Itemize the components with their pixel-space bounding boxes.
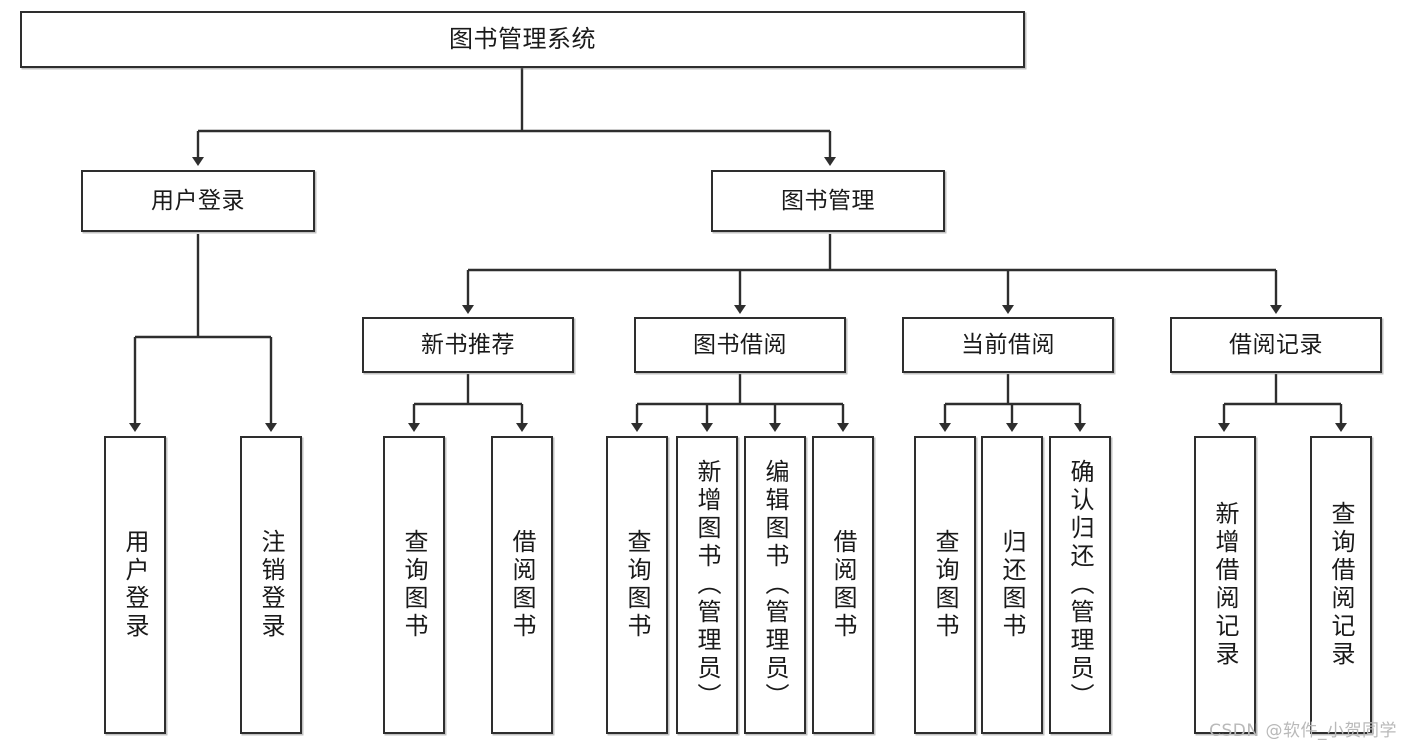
node-label: 查询图书 — [400, 529, 428, 641]
node-label: 用户登录 — [121, 529, 149, 641]
node-label: 查询图书 — [623, 529, 651, 641]
leaf-borrow-book-recommend[interactable]: 借阅图书 — [491, 436, 553, 734]
leaf-add-book-admin[interactable]: 新增图书（管理员） — [676, 436, 738, 734]
node-label: 新书推荐 — [421, 331, 515, 358]
node-label: 查询借阅记录 — [1327, 501, 1355, 669]
node-label: 图书管理 — [781, 187, 875, 214]
node-label: 新增借阅记录 — [1211, 501, 1239, 669]
leaf-borrow-book[interactable]: 借阅图书 — [812, 436, 874, 734]
leaf-query-borrow-record[interactable]: 查询借阅记录 — [1310, 436, 1372, 734]
node-label: 查询图书 — [931, 529, 959, 641]
node-label: 图书借阅 — [693, 331, 787, 358]
node-new-book-recommend[interactable]: 新书推荐 — [362, 317, 574, 373]
watermark: CSDN @软件_小贺同学 — [1209, 721, 1397, 741]
leaf-logout-login[interactable]: 注销登录 — [240, 436, 302, 734]
node-label: 新增图书（管理员） — [693, 459, 721, 711]
leaf-add-borrow-record[interactable]: 新增借阅记录 — [1194, 436, 1256, 734]
node-label: 借阅图书 — [829, 529, 857, 641]
node-label: 归还图书 — [998, 529, 1026, 641]
node-label: 借阅图书 — [508, 529, 536, 641]
node-book-management[interactable]: 图书管理 — [711, 170, 945, 232]
node-borrow-records[interactable]: 借阅记录 — [1170, 317, 1382, 373]
leaf-user-login[interactable]: 用户登录 — [104, 436, 166, 734]
node-book-borrow[interactable]: 图书借阅 — [634, 317, 846, 373]
leaf-query-book-current[interactable]: 查询图书 — [914, 436, 976, 734]
node-label: 借阅记录 — [1229, 331, 1323, 358]
leaf-query-book-recommend[interactable]: 查询图书 — [383, 436, 445, 734]
node-current-borrow[interactable]: 当前借阅 — [902, 317, 1114, 373]
node-user-login[interactable]: 用户登录 — [81, 170, 315, 232]
node-book-management-system[interactable]: 图书管理系统 — [20, 11, 1025, 68]
leaf-query-book-borrow[interactable]: 查询图书 — [606, 436, 668, 734]
node-label: 当前借阅 — [961, 331, 1055, 358]
node-label: 图书管理系统 — [449, 24, 596, 53]
node-label: 确认归还（管理员） — [1066, 459, 1094, 711]
leaf-return-book[interactable]: 归还图书 — [981, 436, 1043, 734]
leaf-confirm-return-admin[interactable]: 确认归还（管理员） — [1049, 436, 1111, 734]
node-label: 编辑图书（管理员） — [761, 459, 789, 711]
node-label: 注销登录 — [257, 529, 285, 641]
leaf-edit-book-admin[interactable]: 编辑图书（管理员） — [744, 436, 806, 734]
node-label: 用户登录 — [151, 187, 245, 214]
